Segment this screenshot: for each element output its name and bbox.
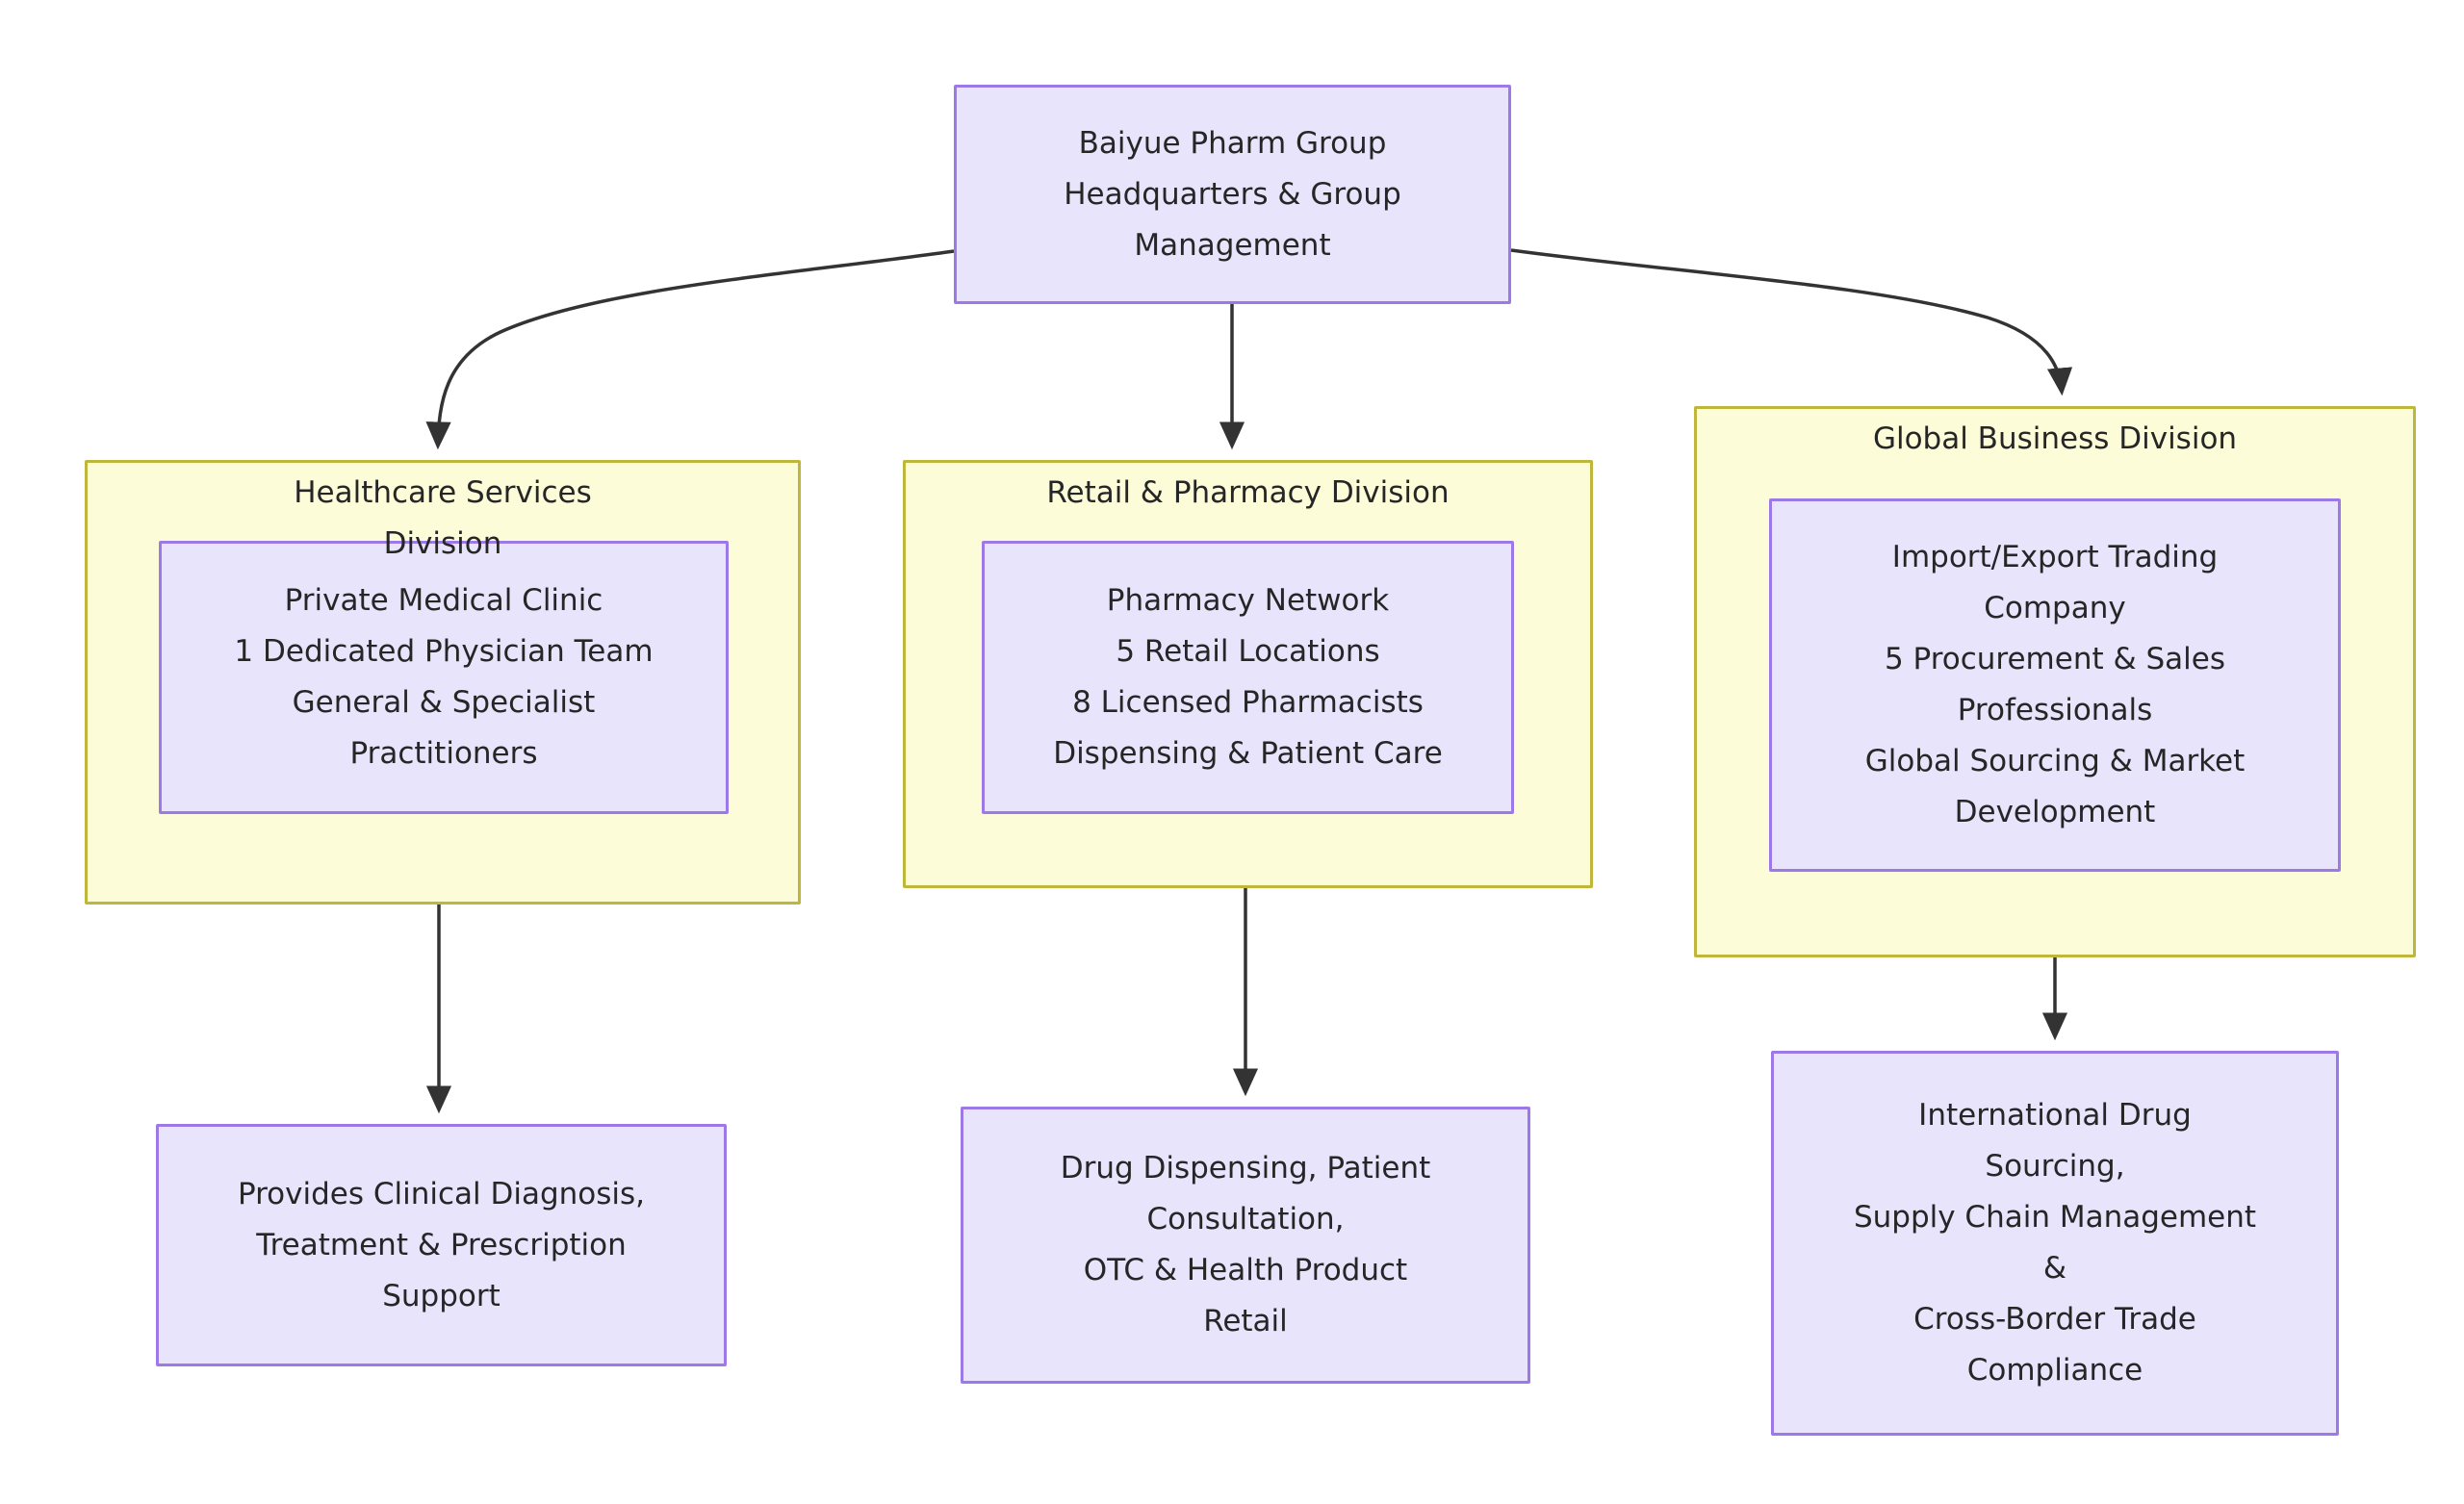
node-retail-output-line-3: OTC & Health Product xyxy=(1083,1253,1408,1287)
edge-root-to-healthcare xyxy=(425,249,955,450)
node-retail-output-line-2: Consultation, xyxy=(1146,1202,1345,1236)
node-pharmacy-line-1: Pharmacy Network xyxy=(1106,583,1390,618)
node-trading-line-2: Company xyxy=(1984,591,2126,625)
node-trading-line-6: Development xyxy=(1954,795,2156,829)
node-clinic-line-1: Private Medical Clinic xyxy=(284,583,603,618)
node-pharmacy-line-2: 5 Retail Locations xyxy=(1116,634,1380,669)
node-global-output-line-1: International Drug xyxy=(1918,1098,2192,1133)
node-clinical-output-line-3: Support xyxy=(382,1278,500,1313)
node-clinic-line-4: Practitioners xyxy=(349,736,538,771)
node-pharmacy-network[interactable]: Pharmacy Network 5 Retail Locations 8 Li… xyxy=(982,541,1514,814)
node-clinical-output-line-2: Treatment & Prescription xyxy=(256,1227,627,1262)
node-headquarters-line-1: Baiyue Pharm Group xyxy=(1078,125,1387,161)
node-clinic-line-3: General & Specialist xyxy=(292,685,596,720)
node-headquarters-line-3: Management xyxy=(1134,227,1331,263)
node-global-output-line-2: Sourcing, xyxy=(1985,1149,2125,1184)
node-trading-line-3: 5 Procurement & Sales xyxy=(1884,642,2226,676)
node-retail-output-line-1: Drug Dispensing, Patient xyxy=(1060,1151,1431,1185)
node-trading-line-1: Import/Export Trading xyxy=(1891,540,2219,574)
node-clinic-line-2: 1 Dedicated Physician Team xyxy=(234,634,654,669)
node-pharmacy-line-4: Dispensing & Patient Care xyxy=(1053,736,1443,771)
node-private-medical-clinic[interactable]: Private Medical Clinic 1 Dedicated Physi… xyxy=(159,541,729,814)
node-trading-line-5: Global Sourcing & Market xyxy=(1864,744,2246,778)
edge-root-to-global xyxy=(1510,248,2073,396)
node-retail-output-line-4: Retail xyxy=(1203,1304,1288,1338)
node-global-output-line-3: Supply Chain Management xyxy=(1853,1200,2257,1235)
node-global-output-line-6: Compliance xyxy=(1966,1353,2143,1388)
node-clinical-output-line-1: Provides Clinical Diagnosis, xyxy=(237,1176,646,1211)
node-global-output-line-5: Cross-Border Trade xyxy=(1913,1302,2196,1337)
node-global-output[interactable]: International Drug Sourcing, Supply Chai… xyxy=(1771,1051,2339,1436)
node-retail-output[interactable]: Drug Dispensing, Patient Consultation, O… xyxy=(961,1107,1530,1384)
node-global-output-line-4: & xyxy=(2042,1251,2067,1286)
node-headquarters-line-2: Headquarters & Group xyxy=(1064,176,1401,212)
node-clinical-output[interactable]: Provides Clinical Diagnosis, Treatment &… xyxy=(156,1124,727,1366)
node-trading-line-4: Professionals xyxy=(1957,693,2153,727)
node-headquarters[interactable]: Baiyue Pharm Group Headquarters & Group … xyxy=(954,85,1511,304)
node-pharmacy-line-3: 8 Licensed Pharmacists xyxy=(1072,685,1424,720)
node-import-export-trading-company[interactable]: Import/Export Trading Company 5 Procurem… xyxy=(1769,498,2341,872)
